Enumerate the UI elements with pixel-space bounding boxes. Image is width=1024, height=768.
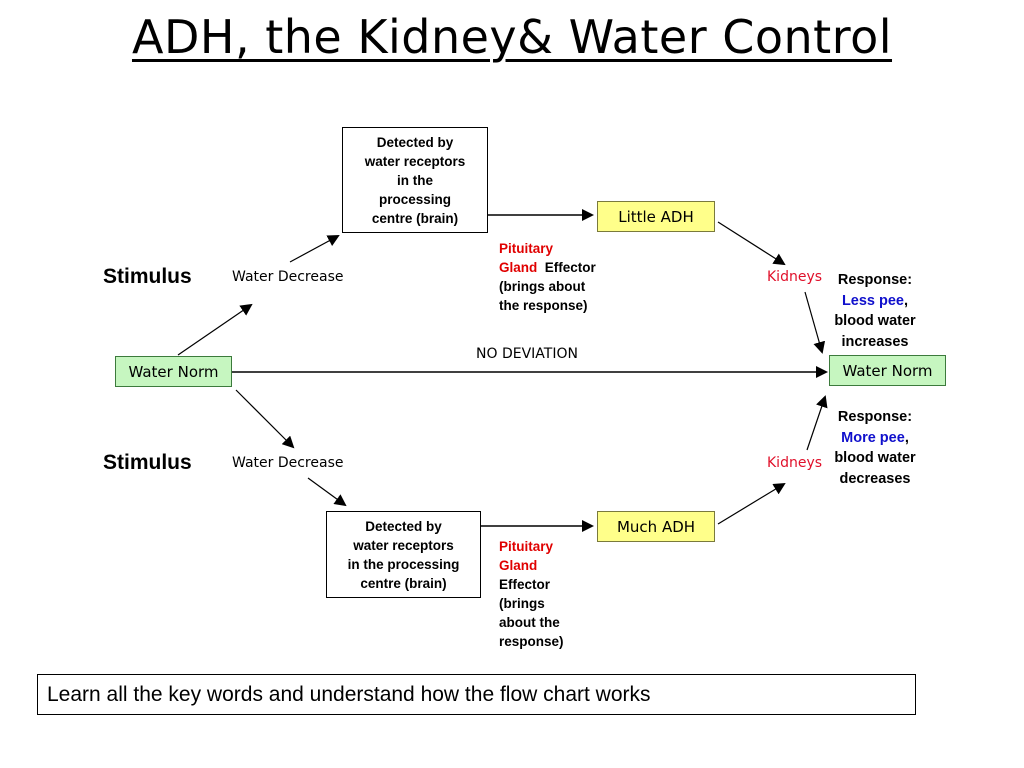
little-adh-box: Little ADH bbox=[597, 201, 715, 232]
response-label: Response: bbox=[837, 272, 913, 288]
arrow-lower-kidneys-to-norm bbox=[806, 395, 828, 451]
detected-line: in the processing bbox=[347, 557, 460, 572]
effector-line: Effector bbox=[544, 260, 596, 275]
kidneys-label-lower: Kidneys bbox=[767, 455, 823, 471]
detected-box-upper: Detected by water receptors in the proce… bbox=[342, 127, 488, 233]
response-lower: Response: More pee, blood water decrease… bbox=[822, 407, 928, 489]
page-title: ADH, the Kidney& Water Control bbox=[131, 10, 893, 64]
water-decrease-label-lower: Water Decrease bbox=[232, 455, 344, 471]
detected-line: centre (brain) bbox=[371, 211, 459, 226]
less-pee-label: Less pee bbox=[841, 292, 905, 309]
arrow-little-adh-to-kidneys bbox=[717, 221, 786, 266]
effector-line: about the bbox=[499, 615, 560, 630]
response-line: decreases bbox=[839, 470, 911, 487]
water-decrease-label-upper: Water Decrease bbox=[232, 269, 344, 285]
stimulus-label-upper: Stimulus bbox=[103, 265, 192, 288]
detected-line: centre (brain) bbox=[360, 576, 447, 591]
response-line: blood water bbox=[834, 313, 916, 329]
effector-line: response) bbox=[499, 634, 564, 649]
pituitary-effector-lower: Pituitary Gland Effector (brings about t… bbox=[499, 537, 564, 651]
no-deviation-label: NO DEVIATION bbox=[476, 346, 578, 362]
arrow-norm-to-upper-decrease bbox=[177, 303, 253, 356]
arrow-upper-decrease-to-detect bbox=[289, 235, 340, 263]
water-norm-box-right: Water Norm bbox=[829, 355, 946, 386]
gland-label: Gland bbox=[499, 558, 538, 573]
arrow-much-adh-to-kidneys bbox=[717, 482, 786, 525]
more-pee-label: More pee bbox=[841, 429, 905, 446]
kidneys-label-upper: Kidneys bbox=[767, 269, 823, 285]
detected-line: water receptors bbox=[364, 154, 466, 169]
response-line: increases bbox=[841, 333, 909, 350]
stimulus-label-lower: Stimulus bbox=[103, 451, 192, 474]
pituitary-effector-upper: Pituitary Gland Effector (brings about t… bbox=[499, 239, 596, 315]
detected-line: water receptors bbox=[353, 538, 454, 553]
pituitary-label: Pituitary bbox=[499, 241, 554, 256]
effector-line: the response) bbox=[499, 298, 588, 313]
response-upper: Response: Less pee, blood water increase… bbox=[822, 270, 928, 352]
detected-line: Detected by bbox=[376, 135, 454, 150]
effector-line: Effector bbox=[499, 577, 551, 592]
response-comma: , bbox=[904, 429, 909, 446]
pituitary-label: Pituitary bbox=[499, 539, 554, 554]
effector-line: (brings bbox=[499, 596, 545, 611]
response-line: blood water bbox=[834, 450, 916, 466]
effector-line: (brings about bbox=[499, 279, 586, 294]
detected-line: processing bbox=[378, 192, 452, 207]
water-norm-box-left: Water Norm bbox=[115, 356, 232, 387]
detected-box-lower: Detected by water receptors in the proce… bbox=[326, 511, 481, 598]
response-comma: , bbox=[904, 292, 909, 309]
detected-line: in the bbox=[397, 173, 433, 188]
gland-label: Gland bbox=[499, 260, 538, 275]
arrow-norm-to-lower-decrease bbox=[235, 389, 295, 449]
response-label: Response: bbox=[837, 409, 913, 425]
detected-line: Detected by bbox=[365, 519, 442, 534]
much-adh-box: Much ADH bbox=[597, 511, 715, 542]
instruction-box: Learn all the key words and understand h… bbox=[37, 674, 916, 715]
arrow-upper-kidneys-to-norm bbox=[804, 291, 826, 354]
arrow-lower-decrease-to-detect bbox=[307, 477, 347, 507]
